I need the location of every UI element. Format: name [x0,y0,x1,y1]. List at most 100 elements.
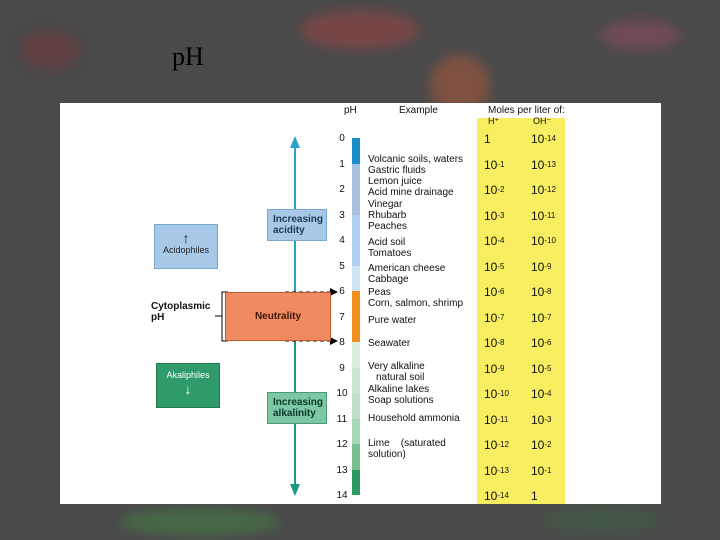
oh-ion-value-base: 10 [531,336,545,350]
acidophiles-label: Acidophiles [162,245,210,255]
example-text: Vinegar [368,199,403,210]
example-text: Tomatoes [368,248,412,259]
oh-ion-value-base: 10 [531,361,545,376]
h-ion-value-base: 10 [484,234,498,248]
oh-ion-value: 10-3 [531,413,551,427]
oh-ion-value-base: 10 [531,412,545,427]
oh-ion-value-base: 1 [531,489,538,503]
h-ion-value: 10-10 [484,387,509,401]
increasing-acidity-box: Increasing acidity [267,209,327,241]
oh-ion-value-exponent: -5 [544,363,552,373]
oh-ion-value-exponent: -8 [544,287,552,296]
h-ion-value: 10-2 [484,183,504,197]
ph-bar-segment [352,444,360,470]
neutral-bracket-top-head [330,288,338,296]
ph-bar-segment [352,265,360,291]
oh-ion-value: 10-11 [531,209,555,223]
oh-ion-value: 10-9 [531,260,551,274]
example-text: Very alkaline [368,361,425,372]
ph-bar-segment [352,367,360,393]
ph-number: 6 [339,286,345,297]
h-ion-value-exponent: -9 [497,363,505,373]
oh-ion-value-base: 10 [531,234,545,248]
example-text: Pure water [368,315,417,326]
h-ion-value-base: 10 [484,157,498,172]
oh-ion-value-base: 10 [531,438,545,452]
example-text: Household ammonia [368,413,460,424]
header-h-ion: H⁺ [488,116,500,126]
h-ion-value-base: 10 [484,183,498,197]
oh-ion-value-exponent: -9 [544,261,552,271]
h-ion-value-base: 10 [484,412,498,427]
ph-bar-segment [352,240,360,266]
ph-bar-segment [352,138,360,164]
ph-number: 14 [336,490,348,501]
akaliphiles-label: Akaliphiles [166,370,210,380]
example-text: solution) [368,449,406,460]
example-text: Cabbage [368,274,409,285]
ph-number: 9 [339,362,345,374]
example-text: Seawater [368,338,411,349]
h-ion-value-base: 10 [484,489,498,503]
oh-ion-value: 10-5 [531,362,551,376]
h-ion-value-base: 10 [484,259,498,274]
h-ion-value-base: 10 [484,463,498,478]
h-ion-value: 1 [484,132,491,146]
h-ion-value-exponent: -2 [497,185,505,194]
oh-ion-value: 10-14 [531,132,556,146]
header-oh-ion: OH⁻ [533,116,552,126]
increasing-alkalinity-label: Increasing alkalinity [273,397,324,419]
example-text: Rhubarb [368,210,407,221]
oh-ion-value: 10-7 [531,311,551,325]
example-text: Gastric fluids [368,165,426,176]
oh-ion-value: 10-6 [531,336,551,350]
example-text: Peas [368,287,391,298]
oh-ion-value-exponent: -4 [544,389,552,398]
h-ion-value-exponent: -7 [497,312,505,322]
h-ion-value-base: 10 [484,387,498,401]
h-ion-value-exponent: -10 [497,389,509,398]
oh-ion-value-exponent: -13 [544,159,556,169]
increasing-acidity-label: Increasing acidity [273,214,324,236]
example-text: Lime (saturated [368,438,446,449]
h-ion-value-exponent: -13 [497,465,509,475]
increasing-alkalinity-box: Increasing alkalinity [267,392,327,424]
oh-ion-value: 10-1 [531,464,551,478]
h-ion-value-base: 10 [484,438,498,452]
h-ion-value: 10-1 [484,158,504,172]
h-ion-value: 10-3 [484,209,504,223]
cytoplasmic-ph-text: Cytoplasmic pH [151,301,211,323]
h-ion-value-exponent: -8 [497,338,505,347]
oh-ion-value-exponent: -10 [544,236,556,245]
background-blob [600,20,680,50]
oh-ion-value-exponent: -6 [544,338,552,347]
oh-ion-value: 10-4 [531,387,551,401]
background-blob [540,505,660,535]
oh-ion-value-base: 10 [531,310,545,325]
h-ion-value-exponent: -4 [497,236,505,245]
ph-number: 8 [339,337,345,348]
h-ion-value-exponent: -14 [497,491,509,500]
background-blob [120,508,280,536]
oh-ion-value-exponent: -3 [544,414,552,424]
example-text: Volcanic soils, waters [368,154,464,165]
oh-ion-value-base: 10 [531,157,545,172]
example-text: Soap solutions [368,395,434,406]
h-ion-value-exponent: -3 [497,210,505,220]
h-ion-value-base: 10 [484,310,498,325]
h-ion-value-base: 1 [484,132,491,146]
ph-bar-segment [352,291,360,317]
h-ion-value-exponent: -1 [497,159,505,169]
neutral-bracket-bottom-head [330,337,338,345]
oh-ion-value-exponent: -14 [544,134,556,143]
down-arrow-icon: ↓ [184,381,192,397]
h-ion-value-base: 10 [484,361,498,376]
oh-ion-value-exponent: -7 [544,312,552,322]
ph-number: 10 [336,388,348,399]
ph-number: 5 [339,260,345,272]
ph-number: 2 [339,184,345,195]
oh-ion-value-base: 10 [531,259,545,274]
example-text: American cheese [368,263,446,274]
h-ion-value: 10-7 [484,311,504,325]
